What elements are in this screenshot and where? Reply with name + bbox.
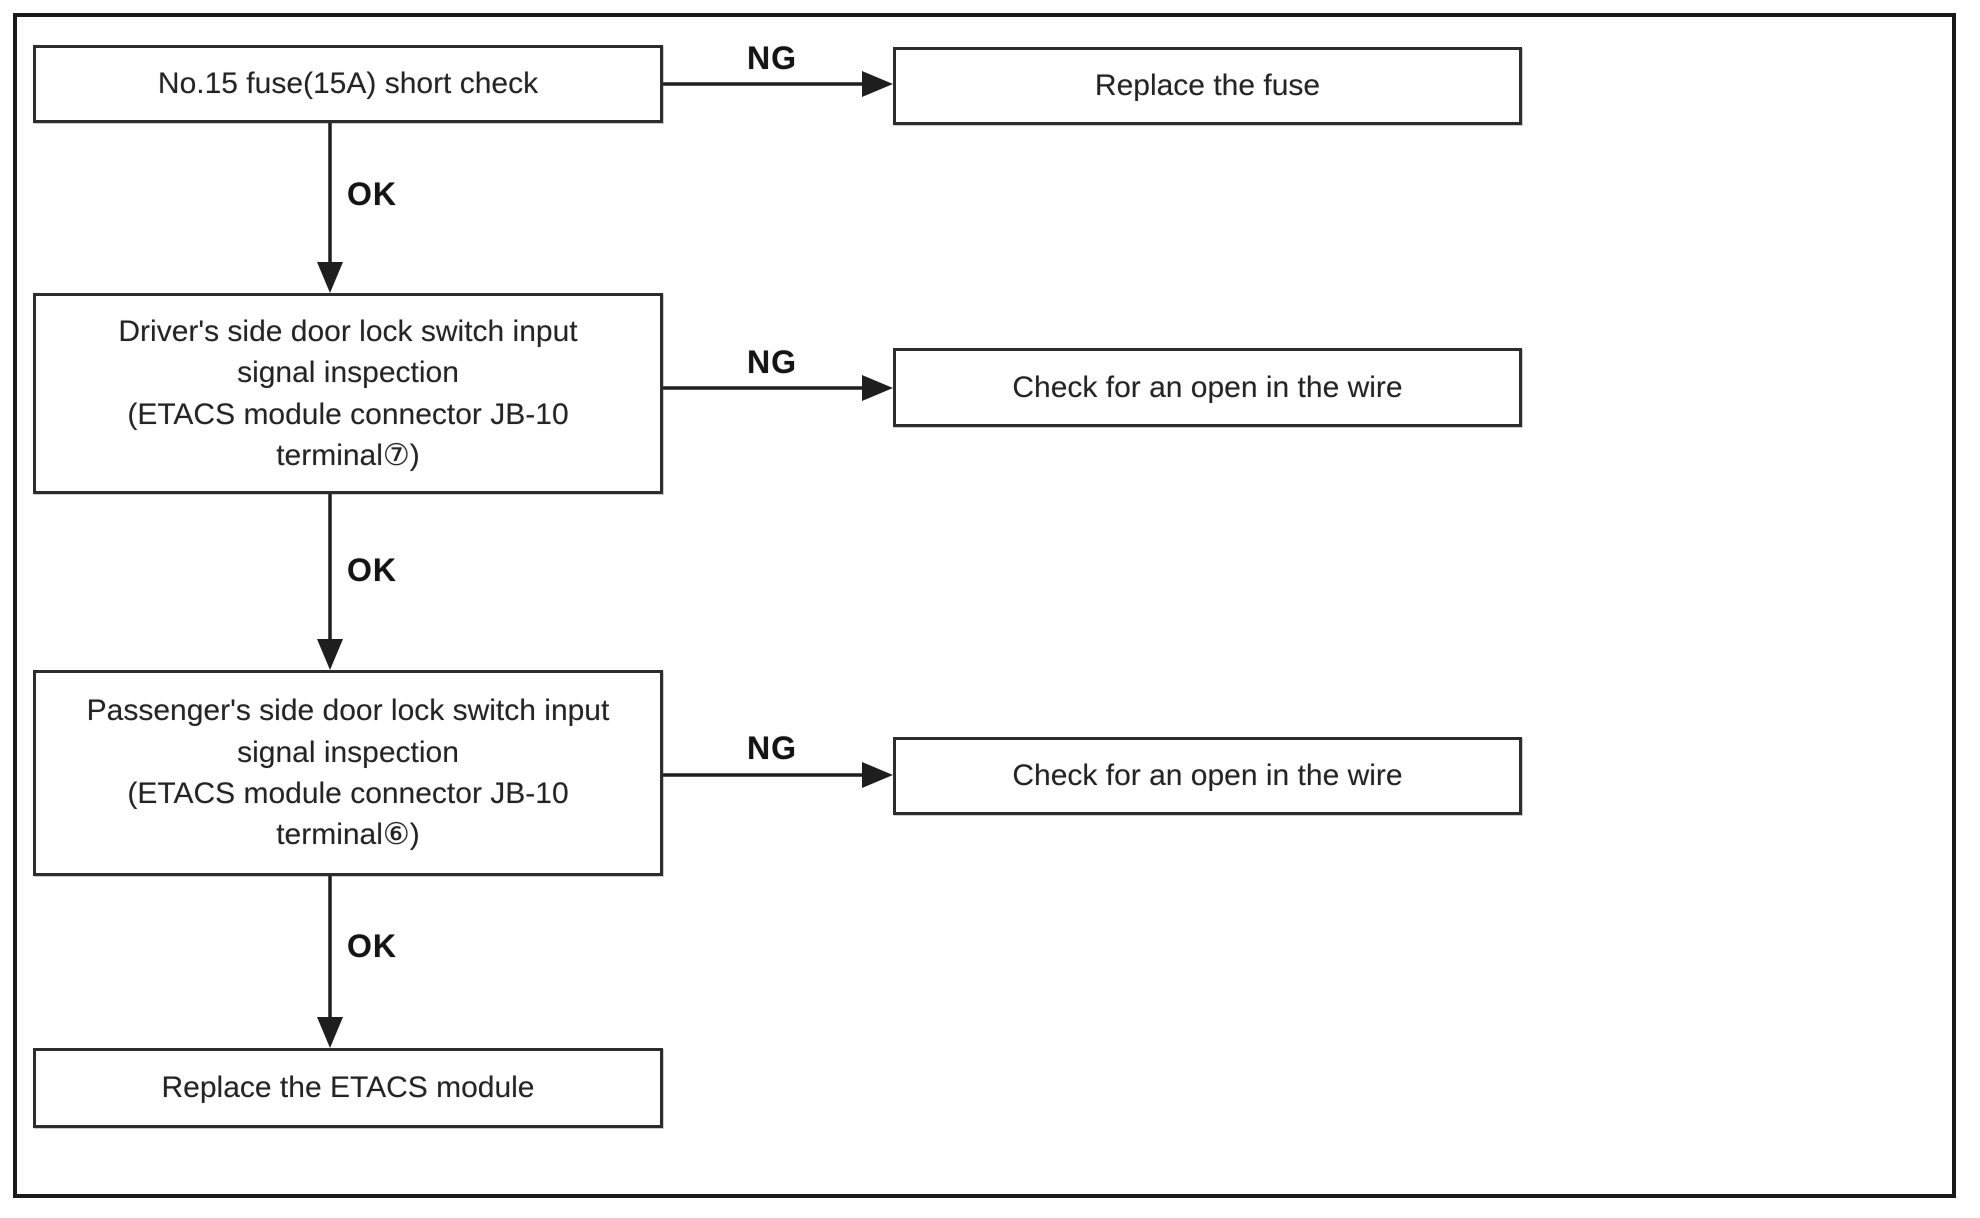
node-check-open-wire-1: Check for an open in the wire (893, 348, 1522, 427)
arrowhead-ok-3 (317, 1017, 343, 1048)
node-passenger-inspection: Passenger's side door lock switch input … (33, 670, 663, 876)
arrowhead-ng-2 (862, 375, 893, 401)
node-driver-inspection: Driver's side door lock switch input sig… (33, 293, 663, 494)
arrowhead-ng-1 (862, 71, 893, 97)
arrowhead-ok-1 (317, 262, 343, 293)
edge-label-ng-3: NG (747, 730, 797, 766)
diagram-border (13, 13, 1956, 1198)
arrowhead-ok-2 (317, 639, 343, 670)
edge-label-ok-2: OK (347, 552, 397, 588)
edge-label-ng-1: NG (747, 40, 797, 76)
node-check-open-wire-2: Check for an open in the wire (893, 737, 1522, 815)
edge-label-ok-1: OK (347, 176, 397, 212)
edge-label-ng-2: NG (747, 344, 797, 380)
edge-label-ok-3: OK (347, 928, 397, 964)
arrowhead-ng-3 (862, 762, 893, 788)
node-replace-etacs-module: Replace the ETACS module (33, 1048, 663, 1128)
node-fuse-check: No.15 fuse(15A) short check (33, 45, 663, 123)
node-replace-fuse: Replace the fuse (893, 47, 1522, 125)
